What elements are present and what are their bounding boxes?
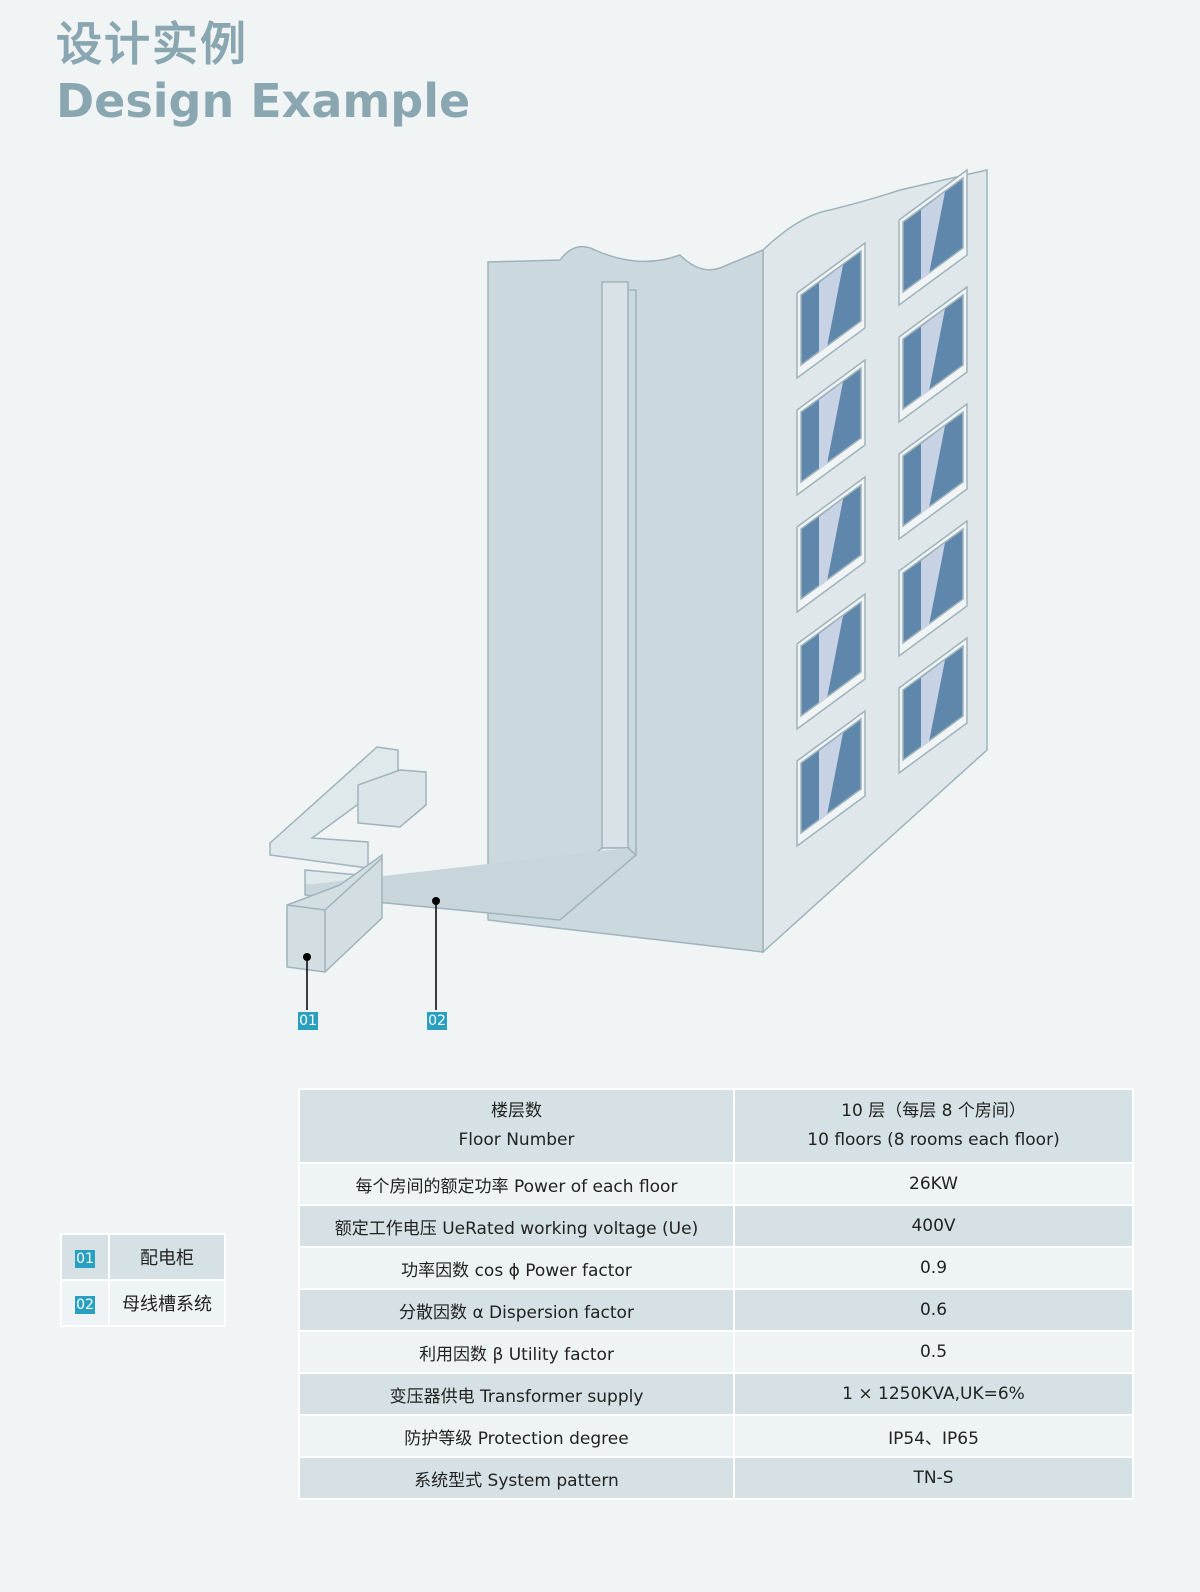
row-value: IP54、IP65 — [733, 1414, 1134, 1458]
title-en: Design Example — [56, 74, 471, 128]
row-label: 系统型式 System pattern — [298, 1456, 735, 1500]
row-label: 分散因数 α Dispersion factor — [298, 1288, 735, 1332]
header-left-cn: 楼层数 — [491, 1101, 542, 1121]
row-value: TN-S — [733, 1456, 1134, 1500]
row-label: 每个房间的额定功率 Power of each floor — [298, 1162, 735, 1206]
switchgear-cabinet — [286, 853, 383, 973]
row-value: 0.9 — [733, 1246, 1134, 1290]
callout-dot-01 — [303, 953, 311, 961]
row-value: 400V — [733, 1204, 1134, 1248]
callout-dot-02 — [432, 897, 440, 905]
row-value: 0.6 — [733, 1288, 1134, 1332]
row-value: 26KW — [733, 1162, 1134, 1206]
table-row: 额定工作电压 UeRated working voltage (Ue)400V — [298, 1204, 1134, 1248]
row-label: 功率因数 cos ϕ Power factor — [298, 1246, 735, 1290]
busbar-riser — [601, 281, 629, 849]
spec-header-row: 楼层数 Floor Number 10 层（每层 8 个房间） 10 floors … — [298, 1088, 1134, 1164]
row-label: 防护等级 Protection degree — [298, 1414, 735, 1458]
transformer-box — [357, 769, 427, 828]
spec-table: 楼层数 Floor Number 10 层（每层 8 个房间） 10 floors … — [298, 1088, 1134, 1500]
header-left-en: Floor Number — [458, 1130, 575, 1150]
legend-row: 02 母线槽系统 — [60, 1279, 226, 1327]
row-value: 0.5 — [733, 1330, 1134, 1374]
building-illustration — [269, 168, 988, 1010]
row-label: 变压器供电 Transformer supply — [298, 1372, 735, 1416]
legend-badge: 01 — [75, 1249, 95, 1268]
windows — [796, 168, 968, 848]
row-label: 利用因数 β Utility factor — [298, 1330, 735, 1374]
header-right-cn: 10 层（每层 8 个房间） — [841, 1101, 1026, 1121]
legend-table: 01 配电柜 02 母线槽系统 — [60, 1233, 226, 1327]
row-label: 额定工作电压 UeRated working voltage (Ue) — [298, 1204, 735, 1248]
callout-badge-01: 01 — [298, 1012, 318, 1030]
title-cn: 设计实例 — [56, 17, 248, 71]
legend-badge: 02 — [75, 1295, 95, 1314]
busbar-upper — [269, 746, 399, 869]
header-right-en: 10 floors (8 rooms each floor) — [807, 1130, 1060, 1150]
legend-label: 配电柜 — [108, 1233, 226, 1281]
legend-label: 母线槽系统 — [108, 1279, 226, 1327]
callout-badge-02: 02 — [427, 1012, 447, 1030]
row-value: 1 × 1250KVA,UK=6% — [733, 1372, 1134, 1416]
legend-row: 01 配电柜 — [60, 1233, 226, 1281]
